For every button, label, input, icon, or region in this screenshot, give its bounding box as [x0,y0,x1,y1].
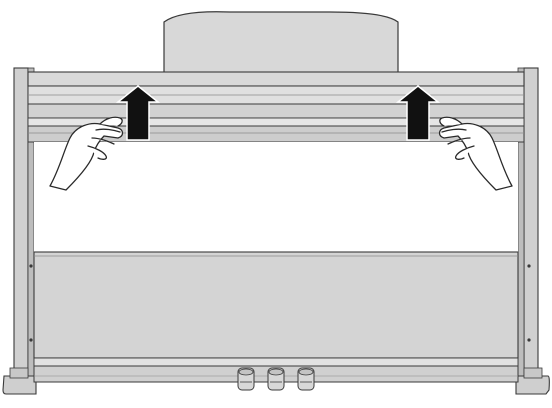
right-hand-icon [438,116,513,191]
front-bottom-panel [29,251,531,359]
left-hand-icon [49,116,124,191]
screw-top-right [527,264,531,268]
screw-bottom-left [29,338,33,342]
screw-bottom-right [527,338,531,342]
right-lift-arrow [395,85,441,141]
screw-top-left [29,264,33,268]
right-side-panel [515,67,550,395]
keyboard-gap [34,142,518,252]
pedal-right [297,367,315,391]
left-lift-arrow [115,85,161,141]
pedal-left [237,367,255,391]
left-side-panel [2,67,37,395]
pedal-center [267,367,285,391]
